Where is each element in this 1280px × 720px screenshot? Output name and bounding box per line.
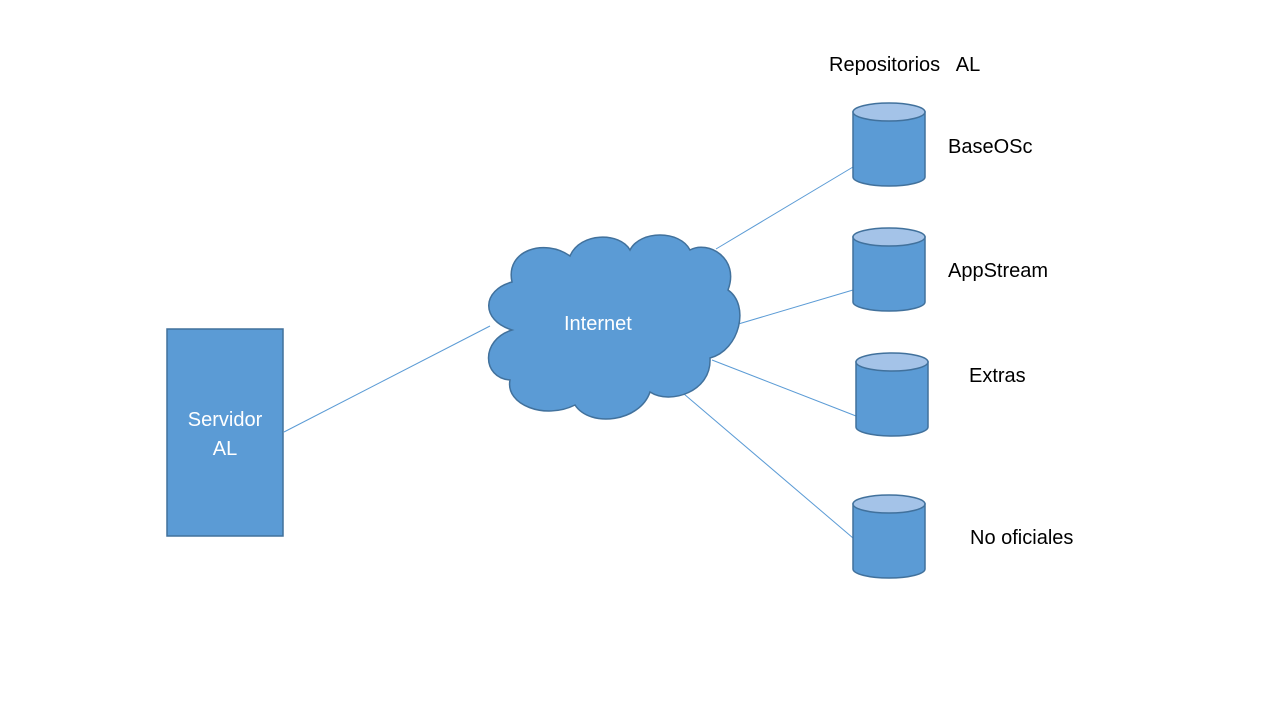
repo-cylinder-baseosc <box>852 102 926 187</box>
repo-label-baseosc: BaseOSc <box>948 136 1033 158</box>
server-label-line2: AL <box>212 438 238 460</box>
connector-server-internet <box>283 325 491 433</box>
repo-cylinder-extras <box>855 352 929 437</box>
connector-internet-extras <box>711 359 857 417</box>
connector-internet-appstream <box>734 289 854 326</box>
internet-label: Internet <box>564 313 632 335</box>
server-label-line1: Servidor <box>187 409 263 431</box>
repo-cylinder-no-oficiales <box>852 494 926 579</box>
connector-internet-baseosc <box>715 166 854 250</box>
repo-label-appstream: AppStream <box>948 260 1049 282</box>
connector-internet-no-oficiales <box>683 393 854 539</box>
repositories-title: Repositorios AL <box>829 54 981 76</box>
repo-label-no-oficiales: No oficiales <box>970 527 1074 549</box>
repo-cylinder-appstream <box>852 227 926 312</box>
server-node <box>166 328 284 537</box>
server-label: Servidor AL <box>167 406 283 464</box>
internet-cloud <box>487 234 741 420</box>
repo-label-extras: Extras <box>969 365 1026 387</box>
